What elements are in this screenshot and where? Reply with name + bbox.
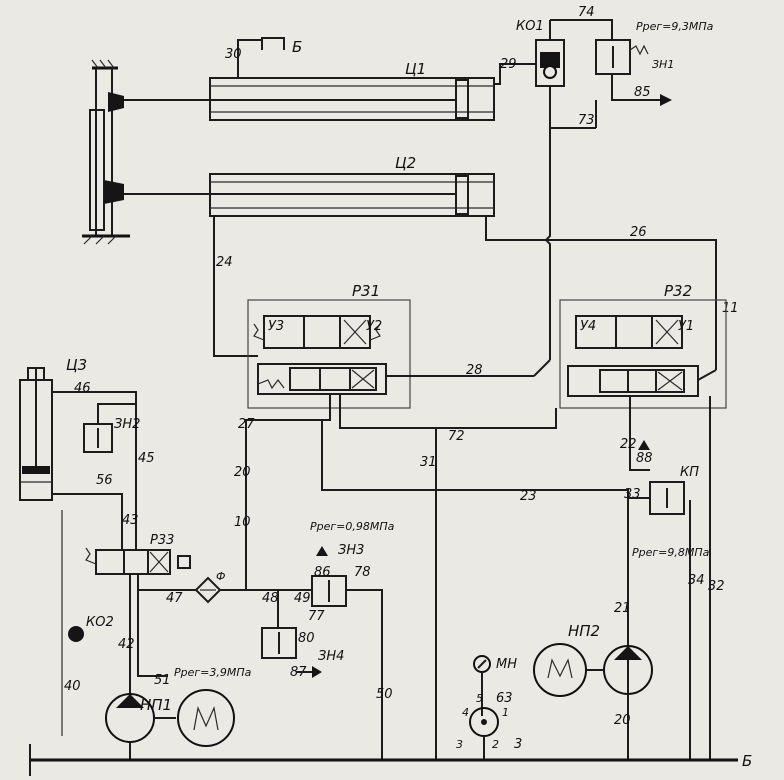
filter-line: 47 Ф 48 10 xyxy=(137,515,312,606)
svg-text:Ррег=3,9МПа: Ррег=3,9МПа xyxy=(174,666,252,679)
valve-zn3: ЗН3 Ррег=0,98МПа 49 77 86 78 50 xyxy=(294,520,395,760)
svg-text:У4: У4 xyxy=(580,319,596,334)
svg-text:56: 56 xyxy=(96,473,113,488)
valve-zn4: ЗН4 Ррег=3,9МПа 80 87 xyxy=(174,590,344,680)
svg-text:11: 11 xyxy=(722,301,739,316)
svg-text:У3: У3 xyxy=(268,319,284,334)
valve-zn2: ЗН2 xyxy=(83,403,140,453)
svg-text:ЗН1: ЗН1 xyxy=(652,58,674,71)
svg-text:74: 74 xyxy=(578,5,595,20)
svg-text:43: 43 xyxy=(122,513,139,528)
svg-text:У2: У2 xyxy=(366,319,382,334)
mounting-wall xyxy=(82,59,130,245)
svg-text:НП2: НП2 xyxy=(568,622,600,640)
svg-text:Ф: Ф xyxy=(216,570,225,583)
tank-label-top: Б xyxy=(292,38,302,56)
svg-text:33: 33 xyxy=(624,487,641,502)
line-26: 26 11 xyxy=(485,128,739,370)
svg-text:2: 2 xyxy=(492,738,499,751)
svg-text:80: 80 xyxy=(298,631,315,646)
svg-text:47: 47 xyxy=(166,591,183,606)
svg-text:20: 20 xyxy=(614,713,631,728)
svg-text:5: 5 xyxy=(476,692,483,705)
svg-text:4: 4 xyxy=(462,706,469,719)
svg-text:42: 42 xyxy=(118,637,135,652)
cylinder-c2: Ц2 xyxy=(124,154,495,217)
svg-text:32: 32 xyxy=(708,579,725,594)
label-c2: Ц2 xyxy=(395,154,416,172)
svg-text:Ррег=9,8МПа: Ррег=9,8МПа xyxy=(632,546,710,559)
line-24: 24 xyxy=(213,216,258,357)
svg-text:ЗН4: ЗН4 xyxy=(318,649,344,664)
svg-text:21: 21 xyxy=(614,601,631,616)
svg-text:30: 30 xyxy=(225,47,242,62)
svg-text:28: 28 xyxy=(466,363,483,378)
line-28-up xyxy=(533,359,551,377)
relief-valve-kp: КП Ррег=9,8МПа 33 88 xyxy=(624,440,710,559)
svg-text:Р31: Р31 xyxy=(352,282,380,300)
svg-text:26: 26 xyxy=(630,225,647,240)
svg-text:45: 45 xyxy=(138,451,155,466)
svg-text:73: 73 xyxy=(578,113,595,128)
svg-text:КП: КП xyxy=(680,465,699,480)
valve-zn1: ЗН1 Ррег=9,3МПа 85 xyxy=(595,20,714,128)
pump-np2: 21 20 НП2 xyxy=(533,560,653,760)
svg-text:Б: Б xyxy=(742,752,752,770)
svg-text:77: 77 xyxy=(308,609,325,624)
svg-text:МН: МН xyxy=(496,657,517,672)
pump-np1: 42 51 НП1 xyxy=(105,574,235,760)
svg-text:Р33: Р33 xyxy=(150,533,174,548)
svg-text:31: 31 xyxy=(420,455,437,470)
svg-text:49: 49 xyxy=(294,591,311,606)
svg-text:29: 29 xyxy=(500,57,517,72)
svg-text:КО2: КО2 xyxy=(86,615,114,630)
svg-text:3: 3 xyxy=(456,738,463,751)
valve-ko1: КО1 29 74 73 xyxy=(494,5,613,129)
svg-text:46: 46 xyxy=(74,381,91,396)
svg-text:КО1: КО1 xyxy=(516,19,544,34)
tank-line: Б xyxy=(29,744,752,776)
svg-text:22: 22 xyxy=(620,437,637,452)
svg-text:34: 34 xyxy=(688,573,705,588)
label-c1: Ц1 xyxy=(405,60,426,78)
svg-text:Ррег=0,98МПа: Ррег=0,98МПа xyxy=(310,520,395,533)
svg-text:23: 23 xyxy=(520,489,537,504)
cylinder-c3: Ц3 46 45 56 xyxy=(19,356,155,550)
svg-text:10: 10 xyxy=(234,515,251,530)
svg-text:Ц3: Ц3 xyxy=(66,356,87,374)
svg-text:86: 86 xyxy=(314,565,331,580)
line-11-end xyxy=(697,369,717,381)
svg-text:У1: У1 xyxy=(678,319,694,334)
svg-text:78: 78 xyxy=(354,565,371,580)
svg-text:63: 63 xyxy=(496,691,513,706)
svg-text:Р32: Р32 xyxy=(664,282,692,300)
svg-text:3: 3 xyxy=(514,737,522,752)
svg-text:85: 85 xyxy=(634,85,651,100)
distributor-rz2: У4 У1 Р32 xyxy=(559,282,727,409)
svg-text:НП1: НП1 xyxy=(140,696,172,714)
distributor-rz1: У3 У2 Р31 xyxy=(247,282,411,409)
svg-text:ЗН3: ЗН3 xyxy=(338,543,364,558)
distributor-rz3: Р33 43 xyxy=(85,513,191,575)
svg-text:Ррег=9,3МПа: Ррег=9,3МПа xyxy=(636,20,714,33)
line-30: 30 Б xyxy=(225,37,302,78)
svg-text:24: 24 xyxy=(216,255,233,270)
valve-ko2: КО2 40 xyxy=(61,510,114,736)
pressure-gauge-mn: МН 5 4 1 2 3 63 3 xyxy=(456,655,522,760)
svg-text:72: 72 xyxy=(448,429,465,444)
svg-text:50: 50 xyxy=(376,687,393,702)
svg-text:1: 1 xyxy=(502,706,509,719)
cylinder-c1: Ц1 xyxy=(124,60,495,121)
svg-text:48: 48 xyxy=(262,591,279,606)
svg-text:40: 40 xyxy=(64,679,81,694)
svg-text:88: 88 xyxy=(636,451,653,466)
svg-text:ЗН2: ЗН2 xyxy=(114,417,140,432)
svg-text:20: 20 xyxy=(234,465,251,480)
